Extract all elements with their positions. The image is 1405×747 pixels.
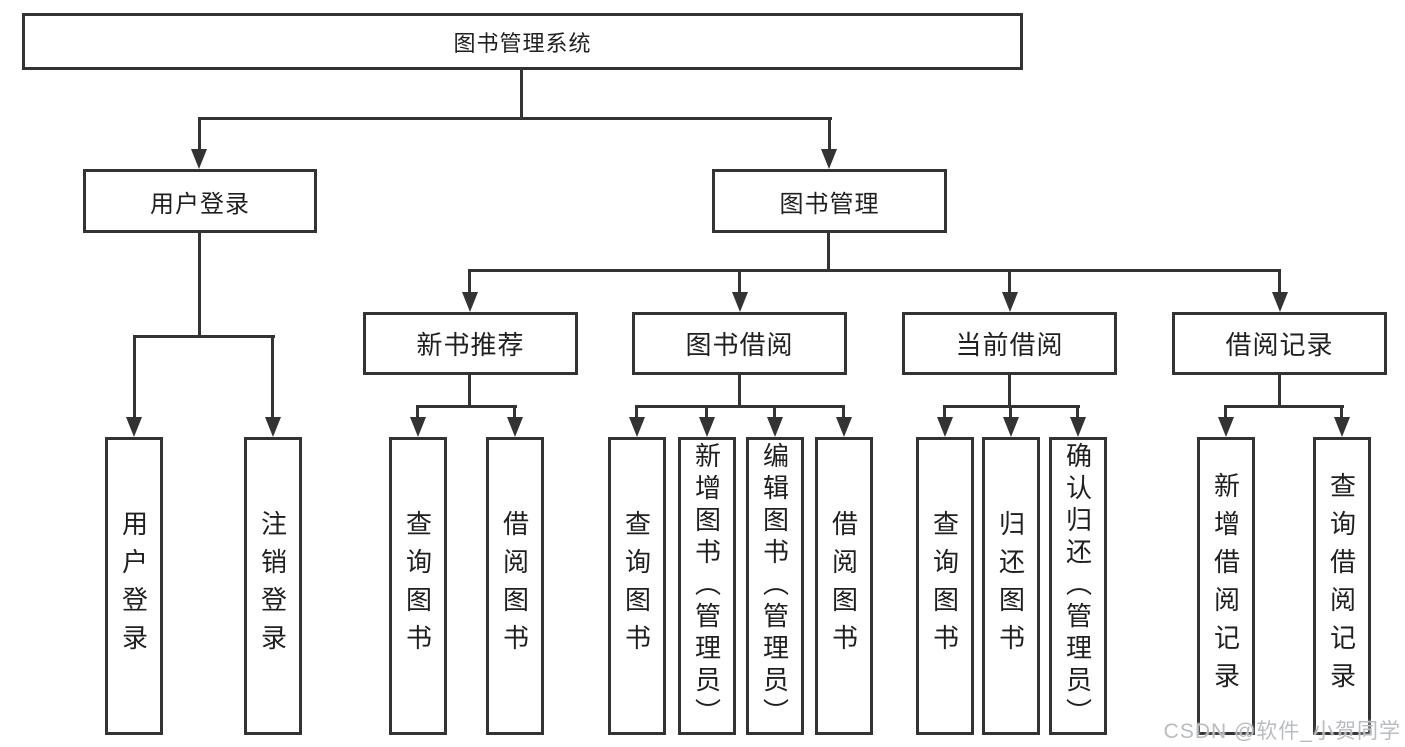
connector-line xyxy=(133,335,275,338)
node-library-management-system: 图书管理系统 xyxy=(22,13,1023,70)
arrow-down-icon xyxy=(732,292,748,312)
node-current-borrowing: 当前借阅 xyxy=(902,312,1117,375)
leaf-confirm-return-admin: 确认归还（管理员） xyxy=(1049,437,1107,735)
leaf-query-books: 查询图书 xyxy=(916,437,974,735)
connector-line xyxy=(1340,407,1343,419)
leaf-logout: 注销登录 xyxy=(244,437,302,735)
node-label: 用户登录 xyxy=(150,190,250,218)
connector-line xyxy=(828,119,831,151)
node-label: 查询图书 xyxy=(929,510,960,662)
node-label: 图书管理 xyxy=(779,190,880,218)
connector-line xyxy=(635,405,845,408)
node-borrowing-records: 借阅记录 xyxy=(1172,312,1387,375)
connector-line xyxy=(271,337,274,417)
node-label: 用户登录 xyxy=(118,510,149,662)
node-label: 借阅图书 xyxy=(499,510,530,662)
connector-line xyxy=(943,405,1080,408)
arrow-down-icon xyxy=(126,417,142,437)
arrow-down-icon xyxy=(1002,292,1018,312)
node-label: 图书借阅 xyxy=(685,330,794,360)
connector-line xyxy=(773,407,776,419)
node-label: 确认归还（管理员） xyxy=(1062,442,1093,730)
node-book-management: 图书管理 xyxy=(712,169,947,233)
arrow-down-icon xyxy=(265,417,281,437)
node-label: 借阅记录 xyxy=(1225,330,1334,360)
arrow-down-icon xyxy=(410,417,426,437)
connector-line xyxy=(198,117,832,120)
arrow-down-icon xyxy=(191,149,207,169)
node-label: 查询借阅记录 xyxy=(1326,472,1357,700)
node-book-borrowing: 图书借阅 xyxy=(632,312,847,375)
leaf-query-books: 查询图书 xyxy=(608,437,666,735)
connector-line xyxy=(1076,407,1079,419)
connector-line xyxy=(468,271,471,295)
node-label: 编辑图书（管理员） xyxy=(759,442,790,730)
connector-line xyxy=(1278,373,1281,407)
connector-line xyxy=(1224,407,1227,419)
node-label: 图书管理系统 xyxy=(453,30,592,56)
connector-line xyxy=(1008,271,1011,295)
node-label: 查询图书 xyxy=(402,510,433,662)
arrow-down-icon xyxy=(629,417,645,437)
connector-line xyxy=(738,271,741,295)
node-label: 借阅图书 xyxy=(828,510,859,662)
arrow-down-icon xyxy=(462,292,478,312)
leaf-borrow-books: 借阅图书 xyxy=(815,437,873,735)
connector-line xyxy=(198,119,201,151)
node-user-login: 用户登录 xyxy=(83,169,317,233)
leaf-user-login: 用户登录 xyxy=(105,437,163,735)
arrow-down-icon xyxy=(699,417,715,437)
connector-line xyxy=(635,407,638,419)
node-label: 查询图书 xyxy=(621,510,652,662)
leaf-add-borrow-record: 新增借阅记录 xyxy=(1197,437,1255,735)
arrow-down-icon xyxy=(767,417,783,437)
connector-line xyxy=(827,231,830,272)
connector-line xyxy=(842,407,845,419)
arrow-down-icon xyxy=(821,149,837,169)
leaf-query-borrow-record: 查询借阅记录 xyxy=(1313,437,1371,735)
arrow-down-icon xyxy=(507,417,523,437)
connector-line xyxy=(468,269,1281,272)
arrow-down-icon xyxy=(1334,417,1350,437)
connector-line xyxy=(416,405,517,408)
connector-line xyxy=(1278,271,1281,295)
node-new-book-recommend: 新书推荐 xyxy=(363,312,578,375)
connector-line xyxy=(943,407,946,419)
leaf-add-book-admin: 新增图书（管理员） xyxy=(678,437,736,735)
connector-line xyxy=(520,68,523,120)
node-label: 归还图书 xyxy=(995,510,1026,662)
arrow-down-icon xyxy=(937,417,953,437)
leaf-return-book: 归还图书 xyxy=(982,437,1040,735)
connector-line xyxy=(1009,407,1012,419)
connector-line xyxy=(468,373,471,407)
arrow-down-icon xyxy=(1070,417,1086,437)
connector-line xyxy=(738,373,741,407)
connector-line xyxy=(513,407,516,419)
connector-line xyxy=(133,337,136,417)
connector-line xyxy=(198,231,201,337)
connector-line xyxy=(1224,405,1344,408)
node-label: 新书推荐 xyxy=(416,330,525,360)
arrow-down-icon xyxy=(836,417,852,437)
connector-line xyxy=(416,407,419,419)
node-label: 注销登录 xyxy=(257,510,288,662)
leaf-edit-book-admin: 编辑图书（管理员） xyxy=(746,437,804,735)
csdn-watermark: CSDN @软件_小贺同学 xyxy=(1163,720,1401,743)
leaf-query-books: 查询图书 xyxy=(389,437,447,735)
arrow-down-icon xyxy=(1003,417,1019,437)
node-label: 新增借阅记录 xyxy=(1210,472,1241,700)
connector-line xyxy=(1008,373,1011,407)
arrow-down-icon xyxy=(1272,292,1288,312)
node-label: 新增图书（管理员） xyxy=(691,442,722,730)
leaf-borrow-books: 借阅图书 xyxy=(486,437,544,735)
arrow-down-icon xyxy=(1218,417,1234,437)
node-label: 当前借阅 xyxy=(955,330,1064,360)
connector-line xyxy=(705,407,708,419)
